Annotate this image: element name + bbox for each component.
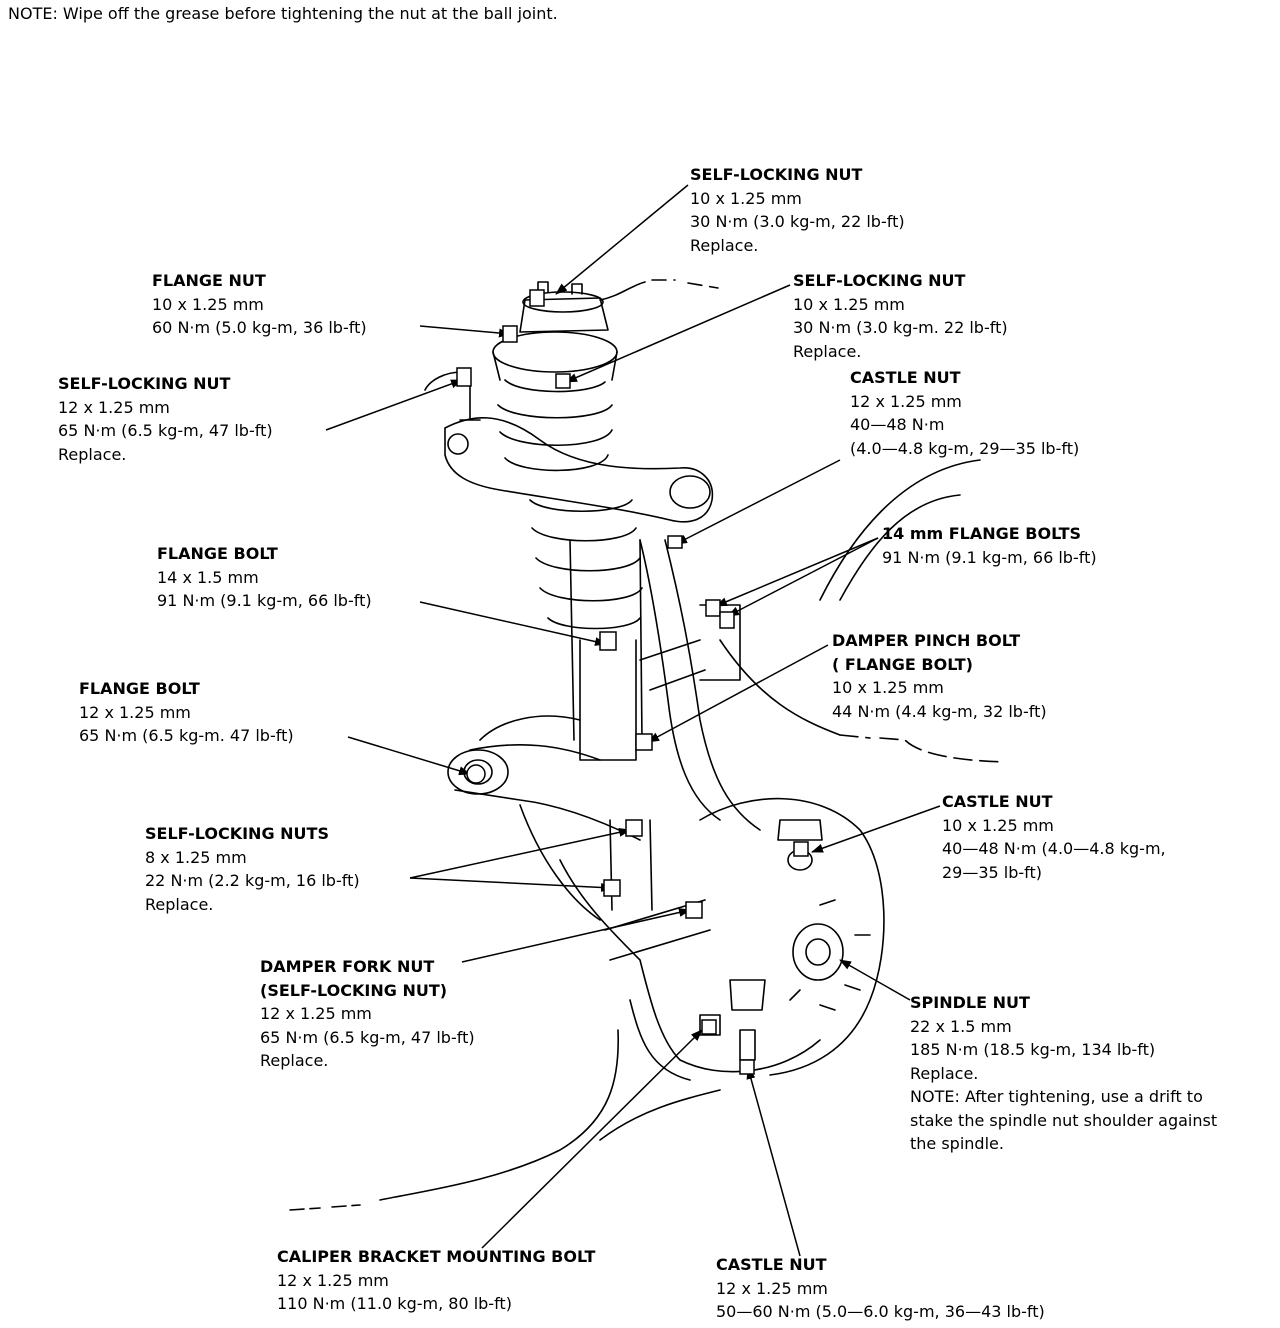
leader-flange-bolt-12 [347,736,471,776]
leader-spindle-nut [839,959,911,1001]
leader-lines [325,184,941,1257]
leader-castle-nut-upper [675,459,841,545]
leader-flange-bolts-b [727,537,879,617]
leader-self-locking-nut-top [555,184,689,295]
general-note: NOTE: Wipe off the grease before tighten… [8,4,558,23]
leader-flange-bolt-14 [419,601,607,646]
leader-castle-nut-lower [746,1067,801,1257]
leader-self-locking-nuts-a [409,827,631,879]
callout-damper-pinch-bolt: DAMPER PINCH BOLT( FLANGE BOLT)10 x 1.25… [832,631,1047,721]
leader-self-locking-nuts-b [409,877,613,892]
leader-self-locking-nut-left [325,379,463,431]
leader-damper-pinch-bolt [647,644,829,743]
callout-damper-fork-nut: DAMPER FORK NUT(SELF-LOCKING NUT)12 x 1.… [260,957,475,1070]
leader-flange-nut [419,325,511,338]
leader-flange-bolts-a [715,537,879,607]
leader-caliper-bracket-bolt [481,1029,703,1249]
fasteners [456,289,809,1075]
leader-castle-nut-right [811,805,941,853]
suspension-assembly-drawing [289,279,1006,1211]
leader-self-locking-nut-mid [565,284,791,383]
leader-damper-fork-nut [461,908,691,963]
